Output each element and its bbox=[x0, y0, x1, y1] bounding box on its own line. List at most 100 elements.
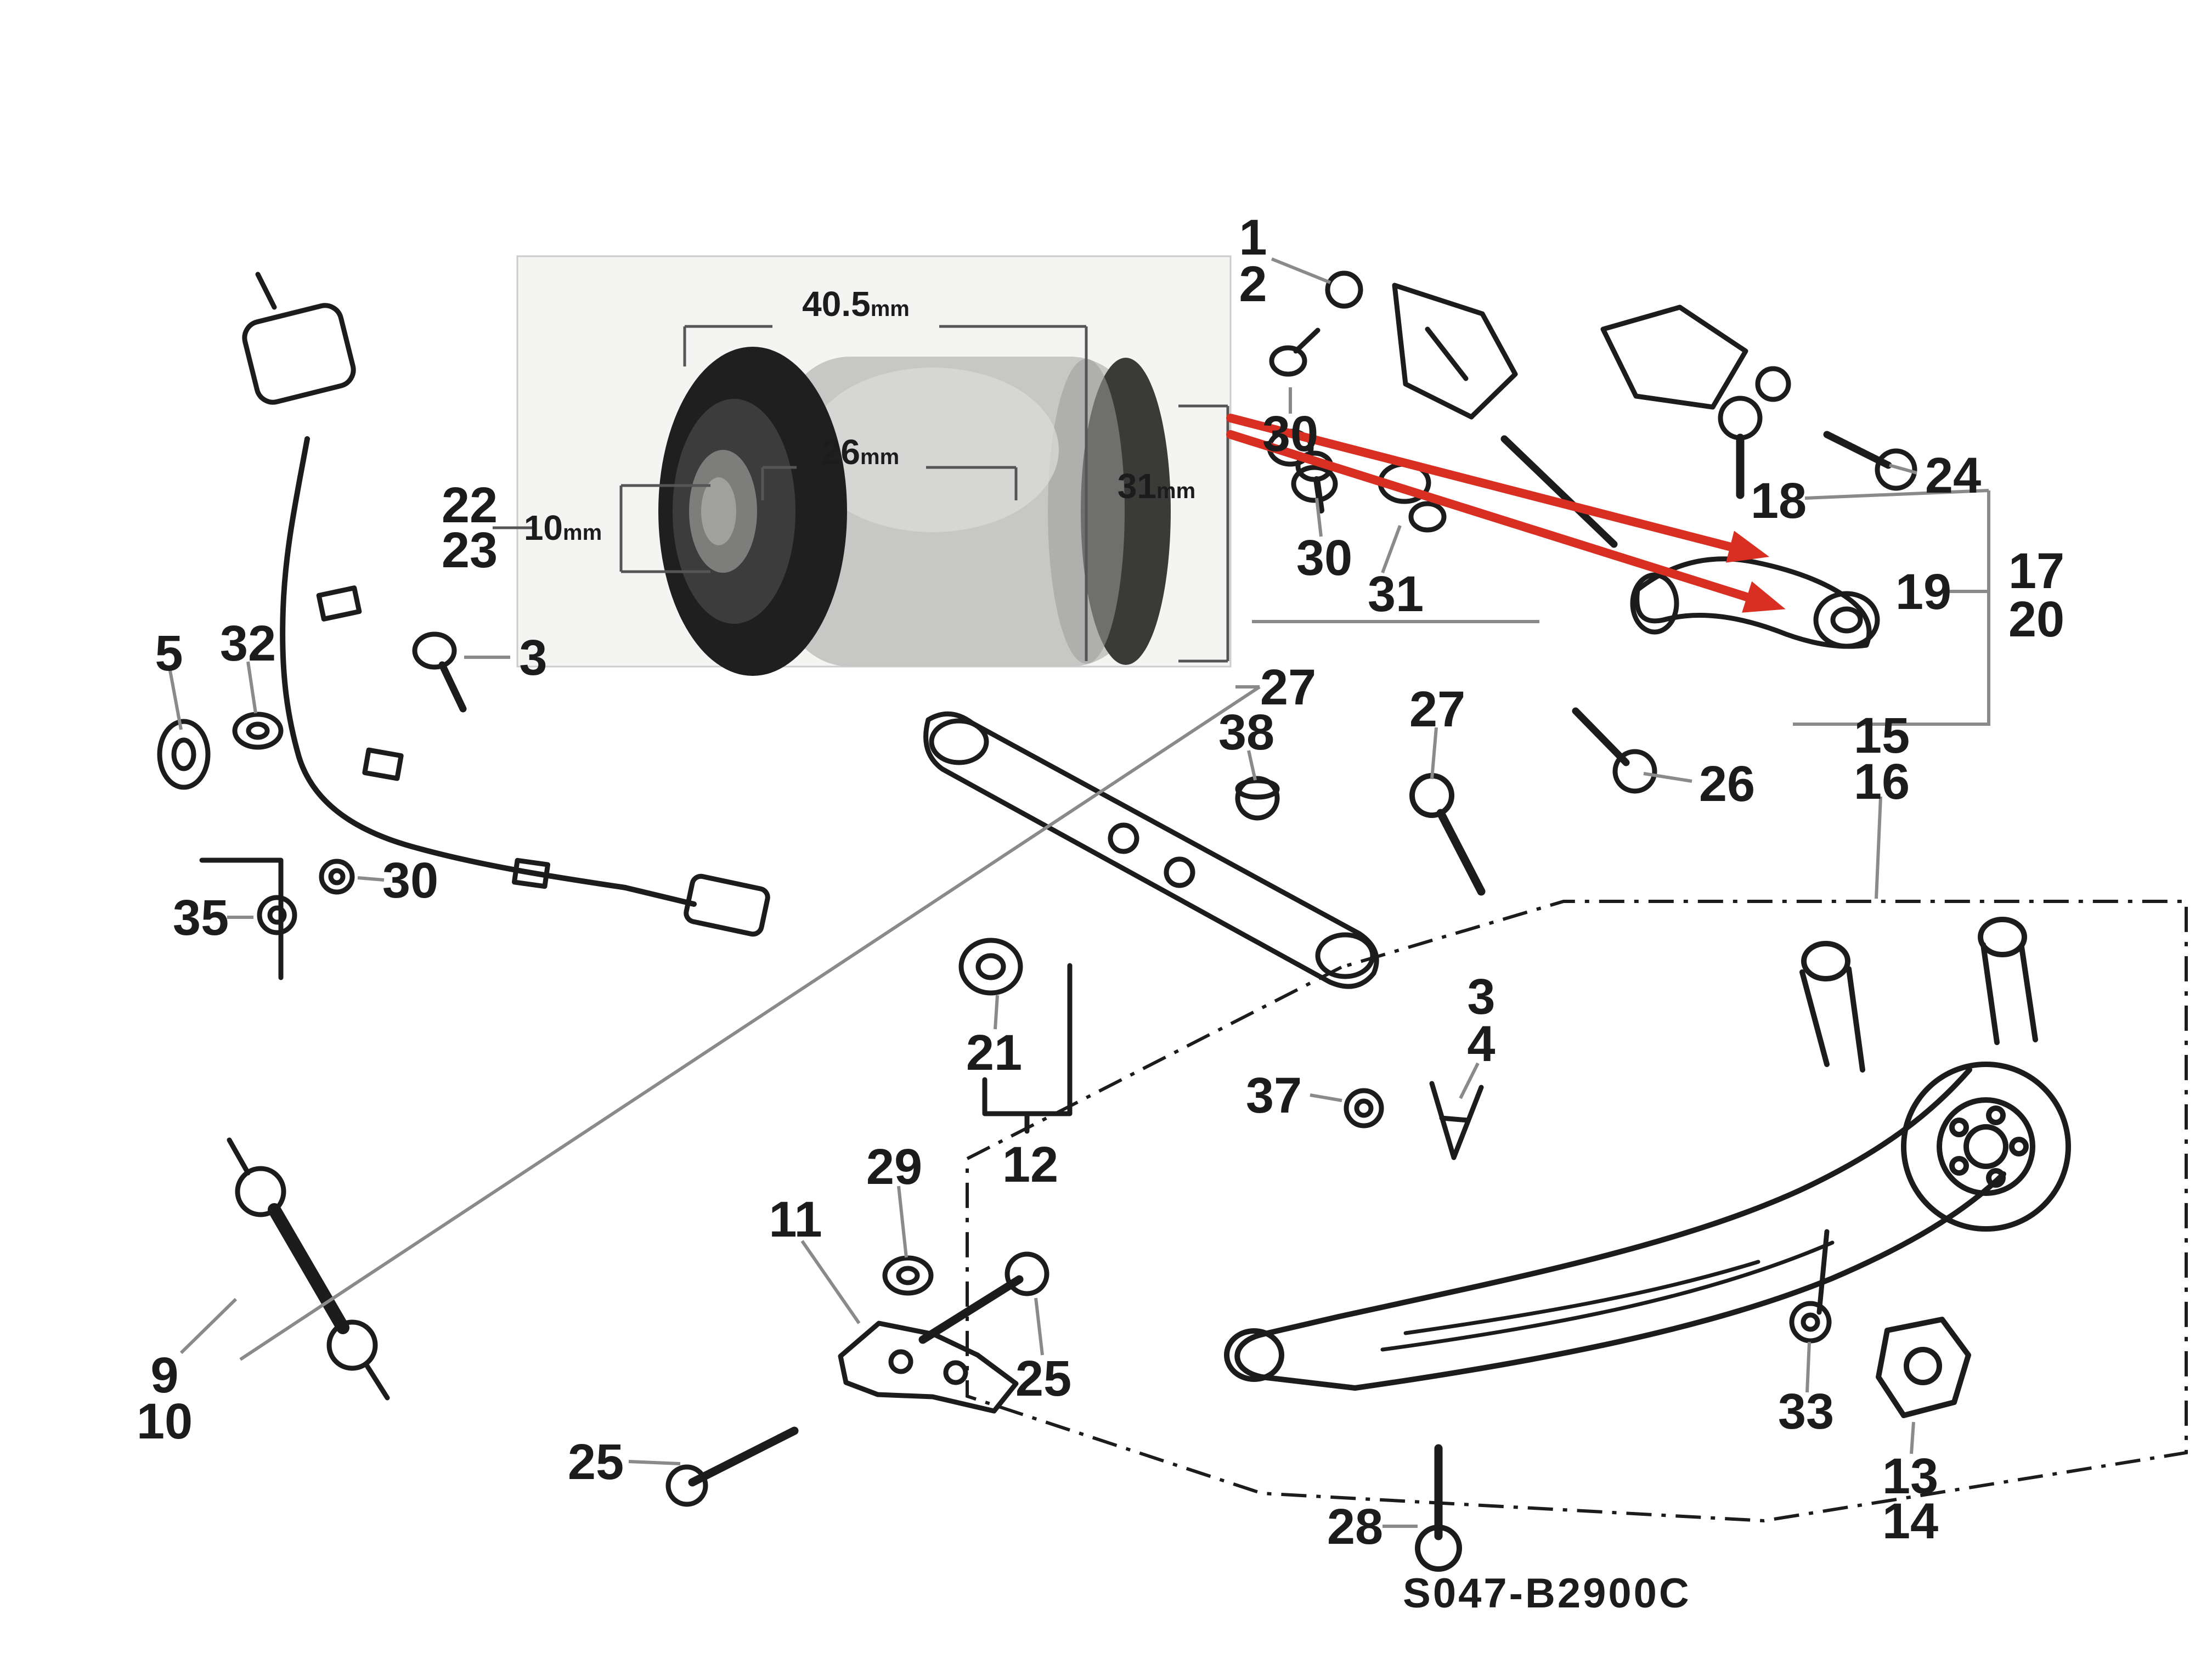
bolt-28 bbox=[1415, 1444, 1462, 1572]
bolt-head bbox=[1612, 749, 1657, 794]
bolt-25-mid bbox=[918, 1251, 1049, 1344]
part-callout-n17: 17 bbox=[2008, 543, 2064, 599]
lower-arm-body bbox=[923, 711, 1379, 989]
part-callout-n29: 29 bbox=[866, 1139, 922, 1195]
nut-body bbox=[1789, 1301, 1832, 1344]
bushing-outer bbox=[958, 938, 1023, 996]
part-callout-n3-left: 3 bbox=[519, 630, 547, 686]
leader-30-left bbox=[357, 876, 385, 882]
abs-harness-wire bbox=[280, 436, 697, 907]
part-callout-n38: 38 bbox=[1218, 704, 1274, 760]
arm-front-eye bbox=[1224, 1328, 1284, 1382]
red-annotation-arrows bbox=[1226, 414, 1786, 613]
harness-clip bbox=[316, 585, 362, 622]
part-callout-n20: 20 bbox=[2008, 591, 2064, 647]
bushing-photo-inset bbox=[493, 255, 1232, 676]
bolt-shaft bbox=[1313, 476, 1324, 514]
prong-rear-eye bbox=[1978, 917, 2027, 957]
bolt-head bbox=[1718, 396, 1763, 441]
part-callout-n10: 10 bbox=[137, 1393, 193, 1449]
leader-5 bbox=[168, 670, 183, 730]
part-callout-n27-left: 27 bbox=[1260, 659, 1316, 715]
bolt-shaft bbox=[438, 661, 467, 713]
small-bolt bbox=[1755, 366, 1791, 402]
washer bbox=[1408, 501, 1447, 533]
harness-end-connector bbox=[684, 873, 770, 937]
leader-38 bbox=[1247, 750, 1257, 781]
washer-outer bbox=[882, 1255, 934, 1296]
bolt-head bbox=[1269, 345, 1307, 377]
arrow-to-upper-bushing-top-shaft bbox=[1226, 414, 1759, 557]
leader-25-left bbox=[628, 1460, 681, 1465]
hub-lug-hole bbox=[1986, 1105, 2006, 1125]
arm-lower-spine bbox=[1352, 1171, 2006, 1391]
part-callout-n35: 35 bbox=[173, 890, 229, 946]
bolt-head bbox=[1409, 773, 1454, 818]
part-callout-n27-right: 27 bbox=[1409, 681, 1465, 737]
part-callout-n37: 37 bbox=[1246, 1068, 1302, 1124]
hub-lug-hole bbox=[2009, 1137, 2029, 1156]
washer-32 bbox=[232, 712, 284, 750]
arm-texture-line bbox=[1403, 1260, 1760, 1335]
bolt-25-left bbox=[665, 1426, 799, 1507]
link-ball-top bbox=[235, 1166, 286, 1217]
part-callout-n30-mid: 30 bbox=[1296, 530, 1352, 586]
part-callout-n24: 24 bbox=[1925, 448, 1981, 504]
leader-25-mid bbox=[1034, 1297, 1044, 1356]
arrow-to-upper-bushing-top-head bbox=[1725, 531, 1770, 563]
part-callout-n18: 18 bbox=[1751, 473, 1807, 529]
bracket-11-hole bbox=[943, 1360, 968, 1385]
part-callout-n31: 31 bbox=[1368, 566, 1424, 622]
dimension-10-bracket bbox=[493, 484, 710, 573]
leader-27-right bbox=[1430, 727, 1438, 780]
clip-3-4 bbox=[1429, 1081, 1484, 1160]
arm-texture-line bbox=[1380, 1240, 1835, 1352]
leader-26 bbox=[1643, 772, 1692, 783]
part-callout-n9: 9 bbox=[150, 1347, 178, 1403]
bracket-11-hole bbox=[888, 1349, 913, 1374]
arm-prong-front bbox=[1799, 966, 1865, 1073]
bracket-17-20 bbox=[1793, 490, 1990, 726]
push-nut-hole bbox=[328, 868, 346, 885]
part-callout-n13: 13 bbox=[1882, 1448, 1938, 1504]
part-callout-n25-left: 25 bbox=[568, 1434, 624, 1490]
push-nut-30-left bbox=[319, 859, 355, 895]
arrow-to-upper-bushing-bottom-head bbox=[1742, 581, 1786, 613]
part-callout-n19: 19 bbox=[1895, 564, 1951, 620]
bushing-inner bbox=[975, 953, 1006, 980]
bolt-shaft bbox=[918, 1275, 1024, 1344]
part-callout-n21: 21 bbox=[966, 1025, 1022, 1081]
upper-arm-rear-eye bbox=[1813, 591, 1880, 649]
bolt-head bbox=[665, 1464, 708, 1507]
washer-hole bbox=[896, 1266, 920, 1285]
hub-lug-hole bbox=[1949, 1118, 1969, 1137]
abs-sensor-tab bbox=[255, 272, 277, 310]
bolt-3-left bbox=[412, 631, 467, 713]
bolt-head bbox=[1344, 1088, 1384, 1128]
bolt-24 bbox=[1823, 431, 1917, 491]
part-callout-n33: 33 bbox=[1778, 1384, 1834, 1440]
lower-arm-hole bbox=[1164, 856, 1195, 888]
leader-11 bbox=[800, 1240, 861, 1324]
hub-flange bbox=[1901, 1062, 2071, 1232]
part-callout-n11: 11 bbox=[769, 1192, 822, 1248]
leader-29 bbox=[897, 1186, 908, 1258]
lower-arm-front-eye bbox=[929, 718, 989, 765]
part-callout-n12: 12 bbox=[1002, 1137, 1058, 1193]
leader-27-long bbox=[239, 685, 1261, 1361]
bolt-37 bbox=[1344, 1088, 1384, 1128]
leader-9-10 bbox=[179, 1297, 238, 1355]
diagram-code: S047-B2900C bbox=[1403, 1570, 1691, 1617]
link-body bbox=[268, 1203, 349, 1334]
abs-sensor-harness-drawing bbox=[157, 272, 799, 1507]
nut-base bbox=[1235, 778, 1280, 800]
dimension-label-dim-26: 26mm bbox=[821, 432, 899, 472]
bolt-head-center bbox=[1354, 1098, 1374, 1118]
bushing-bore-hole bbox=[701, 477, 736, 545]
bolt-26 bbox=[1572, 707, 1657, 794]
link-stud-bottom bbox=[364, 1362, 390, 1401]
trailing-arm-drawing bbox=[1224, 773, 2071, 1572]
leader-33 bbox=[1805, 1341, 1811, 1393]
bolt-head bbox=[1875, 448, 1917, 491]
